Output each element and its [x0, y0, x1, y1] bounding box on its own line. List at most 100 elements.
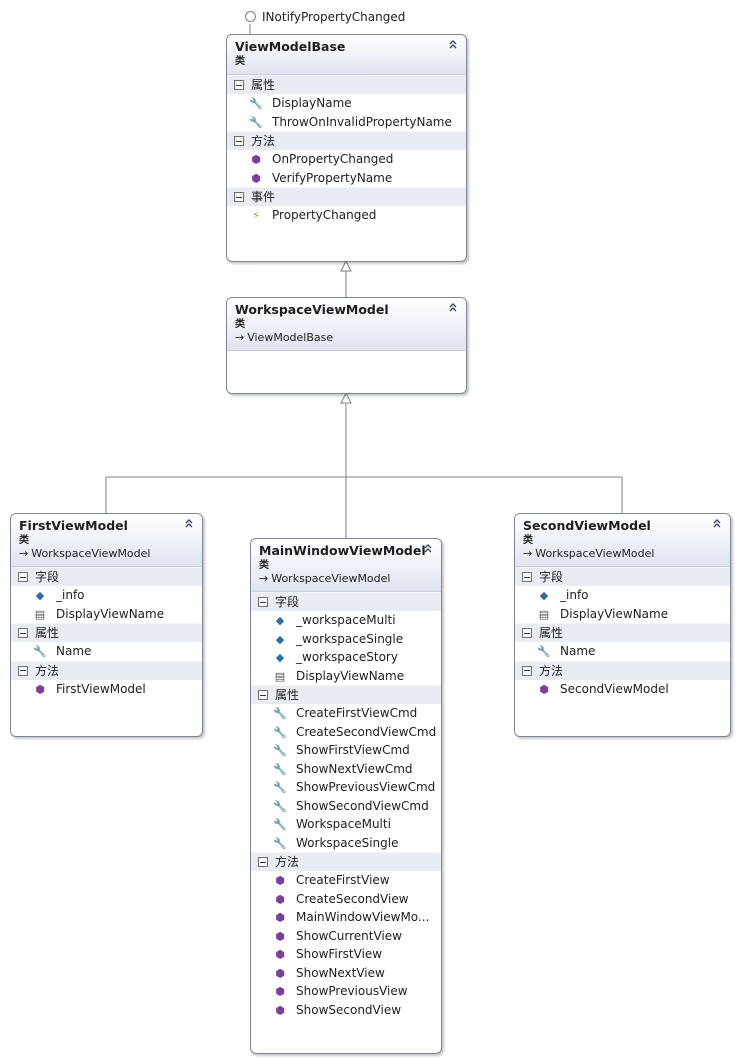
- member-name: Name: [560, 644, 596, 658]
- inherits-arrow-icon: →: [235, 331, 245, 344]
- member-name: ShowFirstView: [296, 947, 383, 961]
- collapse-toggle-icon[interactable]: [258, 597, 268, 607]
- collapse-toggle-icon[interactable]: [18, 572, 28, 582]
- collapse-toggle-icon[interactable]: [234, 192, 244, 202]
- member-row[interactable]: 🔧DisplayName: [227, 94, 466, 113]
- member-row[interactable]: ⬢ShowSecondView: [251, 1001, 441, 1020]
- member-row[interactable]: ◆_workspaceMulti: [251, 611, 441, 630]
- base-class: →WorkspaceViewModel: [259, 572, 433, 586]
- compartment-header[interactable]: 方法: [515, 660, 730, 680]
- member-row[interactable]: ⬢VerifyPropertyName: [227, 169, 466, 188]
- member-row[interactable]: 🔧WorkspaceMulti: [251, 815, 441, 834]
- field-lock-icon: ◆: [275, 632, 285, 646]
- compartment-header[interactable]: 属性: [251, 685, 441, 704]
- class-kind: 类: [19, 535, 29, 546]
- collapse-toggle-icon[interactable]: [18, 628, 28, 638]
- class-kind: 类: [523, 535, 533, 546]
- compartment-header[interactable]: 字段: [11, 567, 202, 586]
- method-lock-icon: ⬢: [275, 985, 285, 998]
- class-main-window-view-model[interactable]: MainWindowViewModel 类→WorkspaceViewModel 字…: [250, 538, 442, 1054]
- class-name: WorkspaceViewModel: [235, 302, 389, 317]
- member-row[interactable]: ⬢ShowCurrentView: [251, 927, 441, 946]
- compartment-title: 方法: [539, 663, 564, 678]
- member-row[interactable]: ▤DisplayViewName: [515, 605, 730, 624]
- method-lock-icon: ⬢: [275, 929, 285, 943]
- member-name: DisplayName: [272, 96, 352, 110]
- compartment-title: 事件: [251, 190, 276, 204]
- header-padding: [19, 561, 194, 566]
- member-row[interactable]: ⬢FirstViewModel: [11, 680, 202, 699]
- member-name: ShowPreviousView: [296, 984, 408, 998]
- member-row[interactable]: 🔧Name: [11, 642, 202, 661]
- compartment-header[interactable]: 属性: [11, 623, 202, 642]
- member-row[interactable]: ⚡PropertyChanged: [227, 206, 466, 225]
- member-name: DisplayViewName: [56, 606, 165, 621]
- member-row[interactable]: ▤DisplayViewName: [251, 667, 441, 686]
- compartment-header[interactable]: 方法: [11, 660, 202, 680]
- member-row[interactable]: ⬢OnPropertyChanged: [227, 150, 466, 169]
- member-row[interactable]: 🔧 WorkspaceSingle: [251, 834, 441, 853]
- collapse-chevron-icon[interactable]: [448, 302, 458, 315]
- collapse-chevron-icon[interactable]: [423, 543, 433, 556]
- compartment-header[interactable]: 方法: [227, 131, 466, 150]
- collapse-chevron-icon[interactable]: [712, 518, 722, 531]
- collapse-chevron-icon[interactable]: [184, 518, 194, 531]
- member-row[interactable]: ⬢CreateFirstView: [251, 871, 441, 890]
- member-row[interactable]: 🔧CreateSecondViewCmd: [251, 723, 441, 742]
- collapse-toggle-icon[interactable]: [522, 572, 532, 582]
- member-row[interactable]: 🔧ShowPreviousViewCmd: [251, 778, 441, 797]
- member-row[interactable]: ⬢CreateSecondView: [251, 890, 441, 909]
- class-name: MainWindowViewModel: [259, 543, 426, 558]
- compartment-header[interactable]: 字段: [515, 567, 730, 586]
- method-icon: ⬢: [539, 682, 549, 696]
- collapse-toggle-icon[interactable]: [522, 628, 532, 638]
- member-row[interactable]: ▤DisplayViewName: [11, 605, 202, 624]
- member-row[interactable]: 🔧ShowSecondViewCmd: [251, 797, 441, 816]
- collapse-toggle-icon[interactable]: [234, 136, 244, 146]
- class-name: SecondViewModel: [523, 518, 651, 533]
- member-row[interactable]: ⬢ShowNextView: [251, 964, 441, 983]
- collapse-chevron-icon[interactable]: [448, 39, 458, 52]
- member-row[interactable]: 🔧CreateFirstViewCmd: [251, 704, 441, 723]
- member-row[interactable]: ◆_workspaceStory: [251, 648, 441, 667]
- collapse-toggle-icon[interactable]: [522, 665, 532, 676]
- class-kind: 类: [259, 560, 269, 571]
- member-name: WorkspaceSingle: [296, 835, 399, 850]
- compartment-header[interactable]: 属性: [515, 623, 730, 642]
- member-row[interactable]: ⬢ShowFirstView: [251, 945, 441, 964]
- member-row[interactable]: ⬢ ShowPreviousView: [251, 982, 441, 1001]
- collapse-toggle-icon[interactable]: [258, 857, 268, 867]
- interface-lollipop-icon: [245, 11, 256, 22]
- interface-label: INotifyPropertyChanged: [262, 10, 406, 24]
- member-row[interactable]: 🔧ShowFirstViewCmd: [251, 741, 441, 760]
- member-row[interactable]: ⬢SecondViewModel: [515, 680, 730, 699]
- member-row[interactable]: ◆_info: [515, 586, 730, 605]
- member-name: _info: [560, 588, 589, 602]
- compartment-header[interactable]: 事件: [227, 187, 466, 206]
- member-row[interactable]: 🔧Name: [515, 642, 730, 661]
- compartment-title: 字段: [35, 570, 60, 584]
- collapse-toggle-icon[interactable]: [258, 690, 268, 700]
- compartment-header[interactable]: 方法: [251, 852, 441, 871]
- method-star-icon: ⬢: [251, 153, 261, 166]
- wrench-icon: 🔧: [273, 744, 287, 757]
- collapse-toggle-icon[interactable]: [18, 665, 28, 676]
- compartment-header[interactable]: 字段: [251, 592, 441, 611]
- member-name: _workspaceStory: [296, 650, 398, 664]
- class-name: ViewModelBase: [235, 39, 346, 54]
- member-row[interactable]: ◆_info: [11, 586, 202, 605]
- wrench-icon: 🔧: [273, 836, 287, 850]
- member-row[interactable]: 🔧ThrowOnInvalidPropertyName: [227, 113, 466, 132]
- collapse-toggle-icon[interactable]: [234, 80, 244, 90]
- member-row[interactable]: ◆_workspaceSingle: [251, 630, 441, 649]
- member-name: ShowNextViewCmd: [296, 761, 413, 776]
- compartment-header[interactable]: 属性: [227, 75, 466, 94]
- member-row[interactable]: ⬢MainWindowViewMo...: [251, 908, 441, 927]
- member-row[interactable]: 🔧ShowNextViewCmd: [251, 760, 441, 779]
